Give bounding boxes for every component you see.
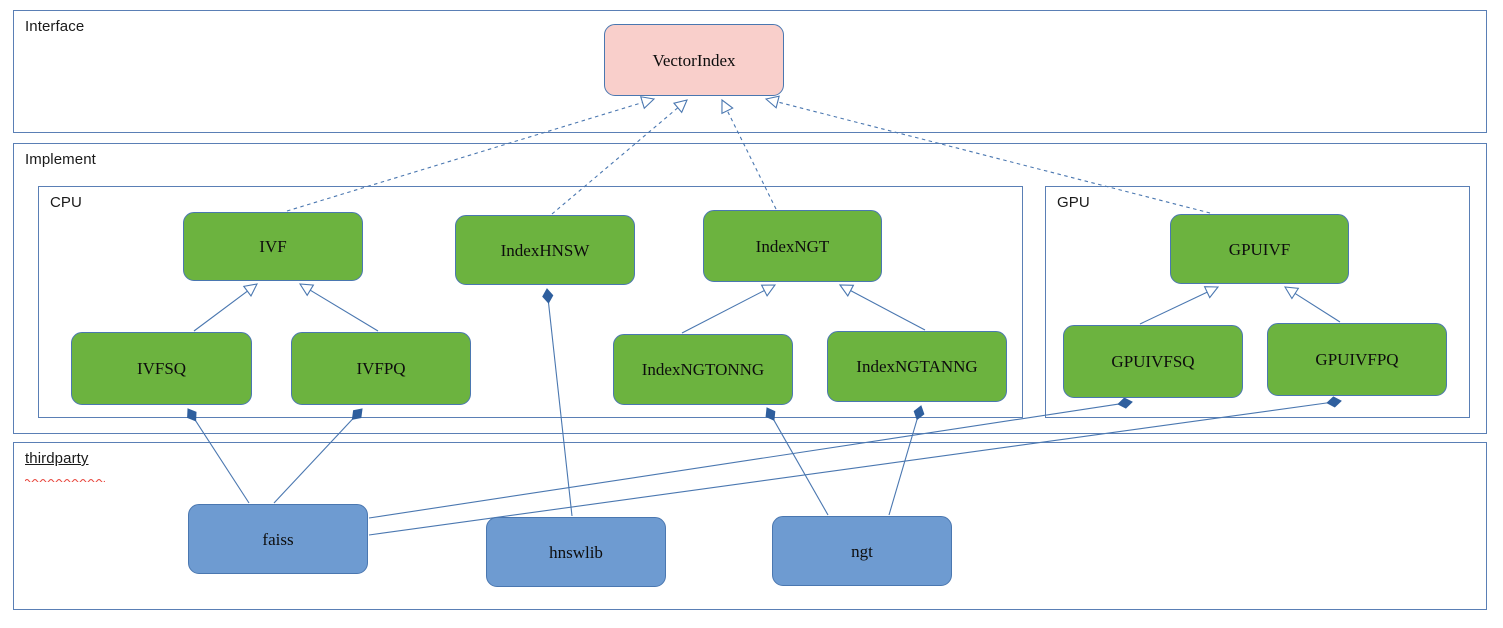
class-box-label: hnswlib [549, 542, 603, 562]
class-box-label: IVF [259, 237, 287, 256]
class-box-label: IndexNGTONNG [641, 360, 765, 379]
container-label-thirdparty: thirdparty [25, 450, 89, 467]
class-box-ivfpq[interactable]: IVFPQ [291, 332, 471, 405]
class-box-gpuivf[interactable]: GPUIVF [1170, 214, 1349, 284]
class-box-indexngtonng[interactable]: IndexNGTONNG [613, 334, 793, 405]
class-box-gpuivfpq[interactable]: GPUIVFPQ [1267, 323, 1447, 396]
container-label-interface: Interface [25, 18, 85, 35]
class-box-vectorindex[interactable]: VectorIndex [604, 24, 784, 96]
class-box-ivfsq[interactable]: IVFSQ [71, 332, 252, 405]
class-box-ivf[interactable]: IVF [183, 212, 363, 281]
class-box-faiss[interactable]: faiss [188, 504, 368, 574]
class-box-label: GPUIVFPQ [1315, 350, 1399, 369]
class-box-label: IVFPQ [356, 359, 406, 378]
class-box-label: IndexHNSW [500, 240, 590, 260]
class-box-indexhnsw[interactable]: IndexHNSW [455, 215, 635, 285]
class-box-gpuivfsq[interactable]: GPUIVFSQ [1063, 325, 1243, 398]
container-label-gpu: GPU [1057, 194, 1090, 211]
class-box-label: IndexNGTANNG [856, 357, 978, 376]
class-box-label: GPUIVF [1228, 239, 1291, 259]
class-box-label: IVFSQ [136, 359, 187, 378]
class-box-indexngtanng[interactable]: IndexNGTANNG [827, 331, 1007, 402]
container-label-cpu: CPU [50, 194, 82, 211]
container-label-implement: Implement [25, 151, 96, 168]
class-box-hnswlib[interactable]: hnswlib [486, 517, 666, 587]
class-box-label: VectorIndex [652, 50, 736, 70]
class-box-label: GPUIVFSQ [1111, 352, 1195, 371]
class-box-ngt[interactable]: ngt [772, 516, 952, 586]
class-box-indexngt[interactable]: IndexNGT [703, 210, 882, 282]
class-box-label: faiss [262, 529, 294, 549]
class-box-label: ngt [851, 541, 873, 561]
class-box-label: IndexNGT [755, 236, 830, 256]
